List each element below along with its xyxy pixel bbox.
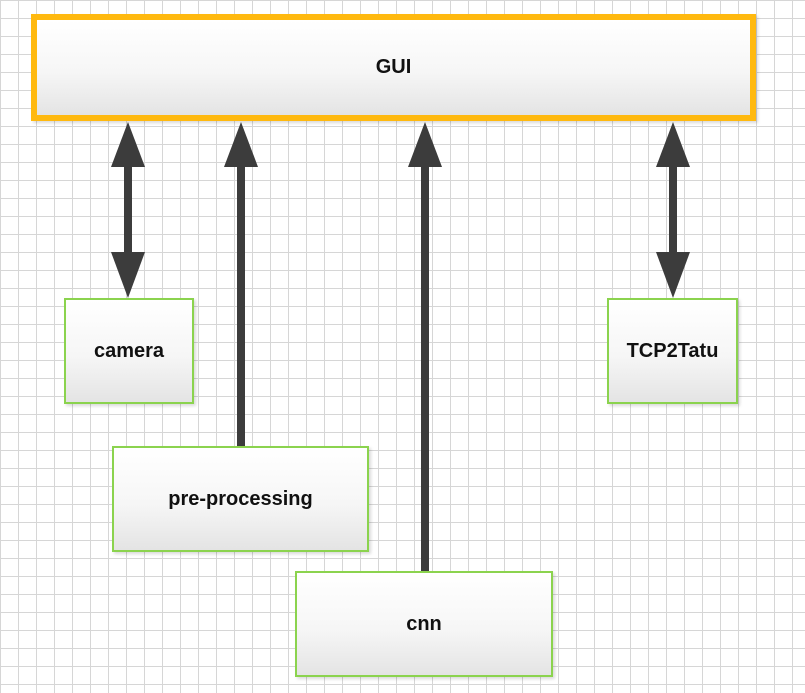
arrow-tcp2tatu-gui <box>656 122 690 298</box>
tcp2tatu-label: TCP2Tatu <box>626 339 719 362</box>
tcp2tatu-node[interactable]: TCP2Tatu <box>607 298 738 404</box>
arrow-camera-gui <box>111 122 145 298</box>
gui-node[interactable]: GUI <box>31 14 756 121</box>
camera-label: camera <box>93 339 165 362</box>
arrow-preprocessing-gui <box>224 122 258 450</box>
camera-node[interactable]: camera <box>64 298 194 404</box>
preprocessing-node[interactable]: pre-processing <box>112 446 369 552</box>
arrow-cnn-gui <box>408 122 442 575</box>
cnn-label: cnn <box>406 612 442 635</box>
preprocessing-label: pre-processing <box>168 487 313 510</box>
gui-label: GUI <box>375 56 412 78</box>
cnn-node[interactable]: cnn <box>295 571 553 677</box>
